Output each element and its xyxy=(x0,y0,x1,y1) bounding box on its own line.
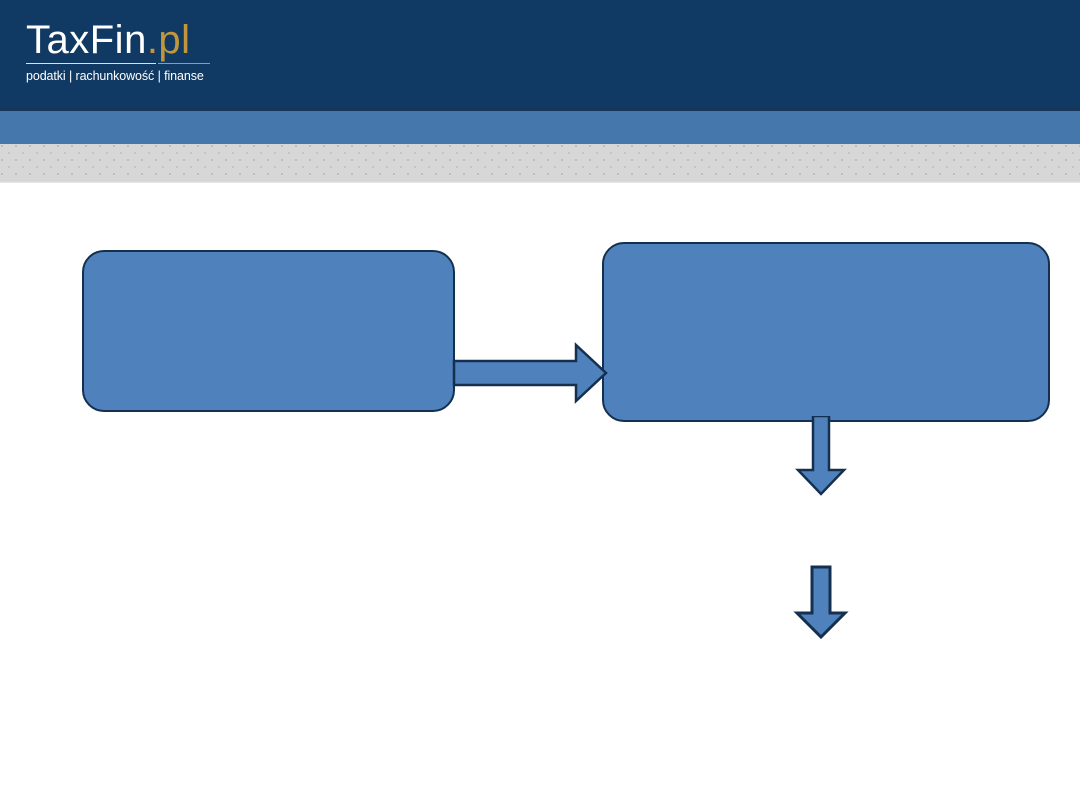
diagram-node-left[interactable] xyxy=(82,250,455,412)
logo-word-tld: .pl xyxy=(146,18,191,62)
arrow-down-first-icon xyxy=(795,416,847,496)
logo-divider-rule xyxy=(26,63,210,65)
header-gray-band-edge xyxy=(0,180,1080,183)
logo-wordmark: TaxFin.pl xyxy=(26,18,226,62)
header-blue-band xyxy=(0,111,1080,144)
header-band-divider xyxy=(0,108,1080,111)
diagram-node-right[interactable] xyxy=(602,242,1050,422)
brand-logo: TaxFin.pl podatki | rachunkowość | finan… xyxy=(26,18,226,88)
header-navy-band xyxy=(0,0,1080,108)
arrow-down-second-icon xyxy=(793,565,849,639)
header-gray-texture-band xyxy=(0,144,1080,183)
logo-word-main: TaxFin xyxy=(26,18,147,62)
logo-rule-gold xyxy=(158,63,210,64)
logo-tagline: podatki | rachunkowość | finanse xyxy=(26,69,204,83)
arrow-right-icon xyxy=(452,342,608,404)
logo-rule-white xyxy=(26,63,156,64)
